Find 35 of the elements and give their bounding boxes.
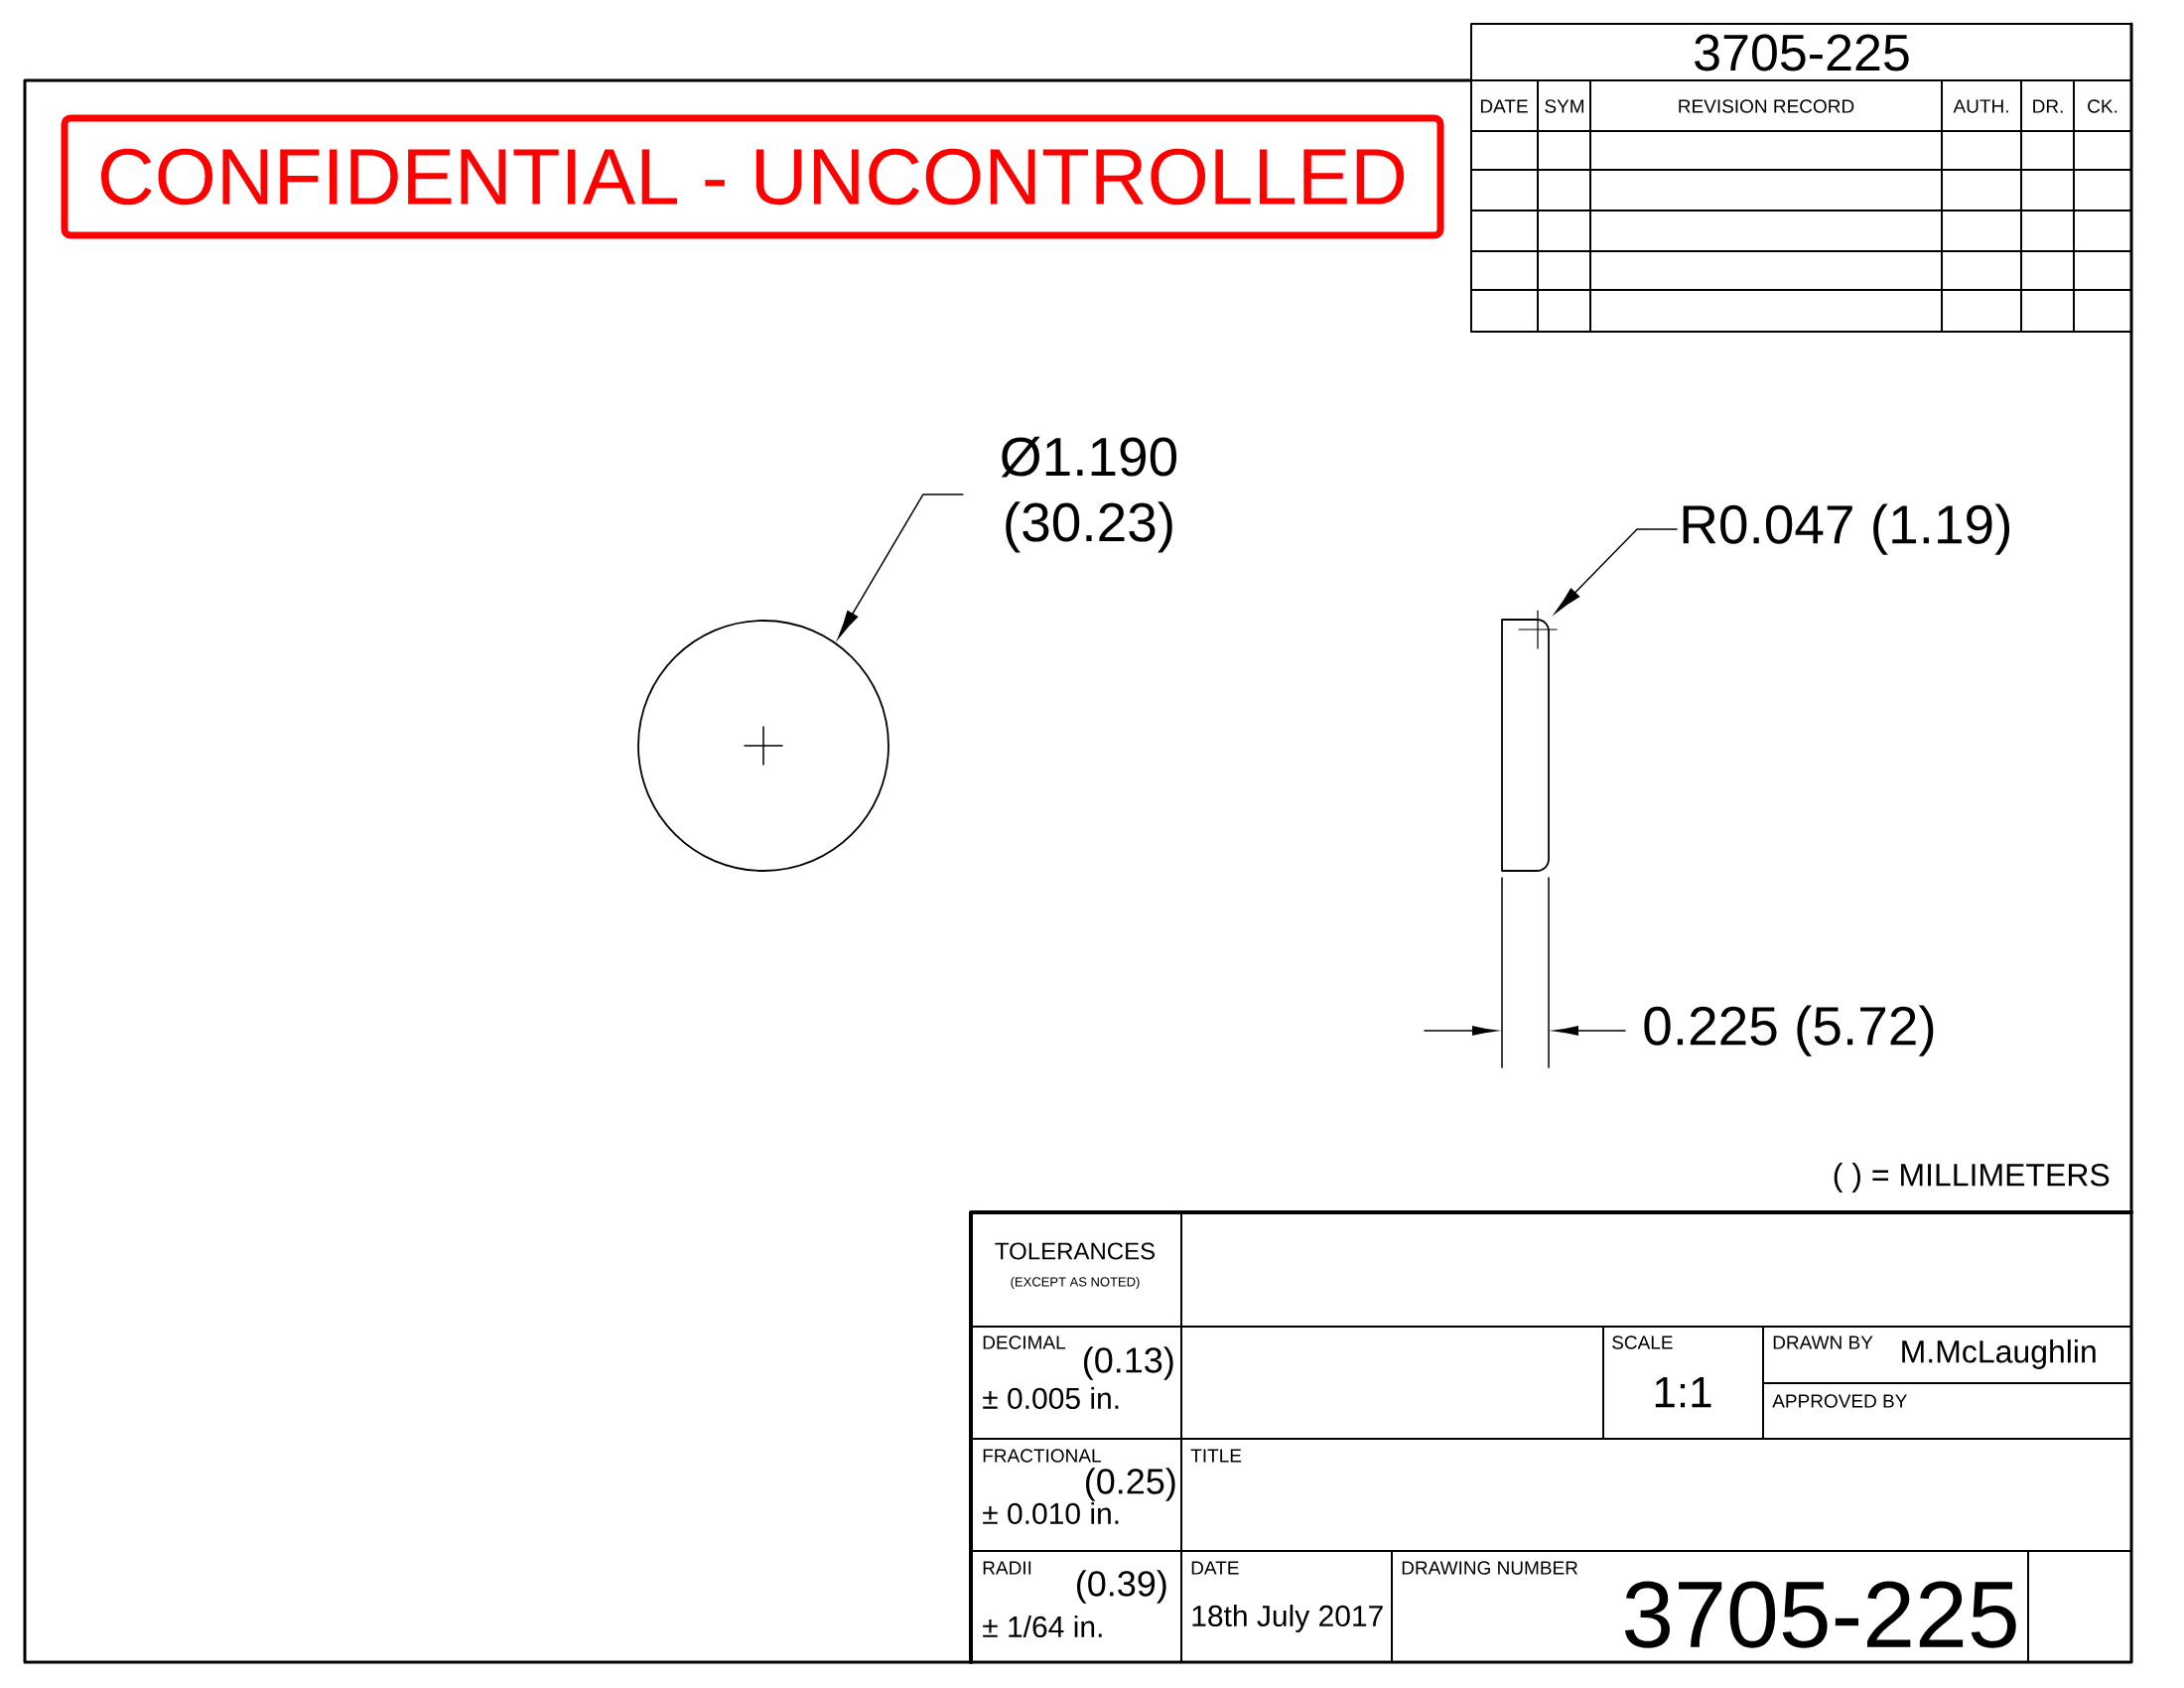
- tolerance-value: (0.25): [1086, 1468, 1175, 1501]
- field-label: SCALE: [1612, 1336, 1673, 1349]
- drawing-number: 3705-225: [1624, 1581, 2016, 1648]
- scale-value: 1:1: [1655, 1376, 1711, 1408]
- confidential-stamp: CONFIDENTIAL - UNCONTROLLED: [61, 114, 1444, 239]
- column-header: CK.: [2088, 99, 2117, 113]
- column-header: REVISION RECORD: [1679, 99, 1854, 113]
- tolerance-value: ± 0.005 in.: [983, 1387, 1119, 1410]
- dimension-text: Ø1.190 (30.23): [1001, 436, 1177, 553]
- tolerance-value: (0.13): [1084, 1346, 1173, 1380]
- dimension-text: 0.225 (5.72): [1644, 1005, 1934, 1056]
- field-label: DRAWING NUMBER: [1402, 1561, 1578, 1575]
- field-label: FRACTIONAL: [983, 1449, 1101, 1463]
- tolerance-value: (0.39): [1077, 1570, 1166, 1604]
- field-note: (EXCEPT AS NOTED): [1011, 1276, 1140, 1290]
- column-header: SYM: [1545, 99, 1584, 113]
- field-label: RADII: [983, 1561, 1031, 1575]
- tolerance-value: ± 0.010 in.: [983, 1502, 1119, 1525]
- part-side-view: [1501, 610, 1558, 872]
- column-header: DATE: [1480, 99, 1528, 113]
- drawing-number: 3705-225: [1695, 34, 1909, 71]
- field-label: DATE: [1191, 1561, 1239, 1575]
- column-header: DR.: [2033, 99, 2063, 113]
- part-circle-view: [637, 620, 889, 872]
- field-label: TITLE: [1190, 1449, 1242, 1463]
- field-label: DRAWN BY: [1773, 1336, 1873, 1349]
- column-header: AUTH.: [1953, 99, 2008, 113]
- date-value: 18th July 2017: [1192, 1605, 1383, 1632]
- field-label: APPROVED BY: [1772, 1394, 1907, 1408]
- field-label: TOLERANCES: [995, 1242, 1156, 1260]
- drafter-name: M.McLaughlin: [1902, 1339, 2096, 1369]
- dimension-text: R0.047 (1.19): [1683, 503, 2009, 555]
- tolerance-value: ± 1/64 in.: [983, 1616, 1102, 1638]
- field-label: DECIMAL: [983, 1336, 1066, 1349]
- units-note: ( ) = MILLIMETERS: [1834, 1163, 2110, 1193]
